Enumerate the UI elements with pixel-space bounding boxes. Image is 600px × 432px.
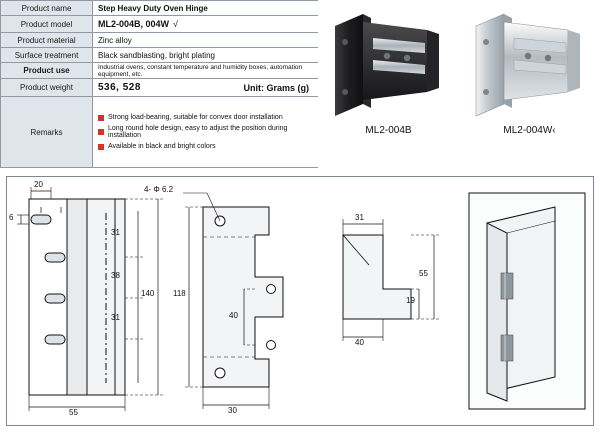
dim-side-40: 40 (229, 311, 238, 320)
spec-table: Product name Step Heavy Duty Oven Hinge … (0, 0, 318, 168)
row-value: Step Heavy Duty Oven Hinge (98, 3, 208, 13)
row-label: Surface treatment (1, 48, 93, 62)
dim-front-31-top: 31 (111, 228, 120, 237)
row-label: Product model (1, 16, 93, 32)
weight-unit: Unit: Grams (g) (243, 82, 309, 93)
row-label: Product use (1, 63, 93, 78)
row-label: Product material (1, 33, 93, 47)
technical-drawings: 20 6 55 31 38 31 140 4- Φ 6.2 118 40 30 … (6, 176, 594, 426)
hinge-bright-image (468, 8, 592, 120)
row-value: Industrial ovens, constant temperature a… (98, 63, 303, 78)
photo-bright: ML2-004W‹ (465, 8, 595, 136)
photo-caption: ML2-004B (365, 125, 412, 136)
list-item: Long round hole design, easy to adjust t… (98, 125, 313, 139)
dim-section-55: 55 (419, 269, 428, 278)
bullet-square-icon (98, 143, 104, 150)
drawing-canvas (17, 187, 586, 411)
check-icon: √ (173, 19, 178, 29)
list-item-label: Available in black and bright colors (108, 143, 216, 150)
row-value: ML2-004B, 004W √ (93, 16, 318, 32)
dim-front-31-bottom: 31 (111, 313, 120, 322)
list-item: Strong load-bearing, suitable for convex… (98, 114, 283, 121)
table-row: Product weight 536, 528 Unit: Grams (g) (1, 79, 318, 97)
photo-caption: ML2-004W‹ (503, 125, 556, 136)
dim-front-38: 38 (111, 271, 120, 280)
table-row: Product use Industrial ovens, constant t… (1, 63, 318, 79)
bullet-square-icon (98, 114, 104, 121)
table-row: Surface treatment Black sandblasting, br… (1, 48, 318, 63)
list-item-label: Strong load-bearing, suitable for convex… (108, 114, 283, 121)
remarks-list: Strong load-bearing, suitable for convex… (93, 97, 318, 167)
dim-front-6: 6 (9, 213, 14, 222)
dim-section-19: 19 (406, 296, 415, 305)
table-row: Product material Zinc alloy (1, 33, 318, 48)
row-value: 536, 528 Unit: Grams (g) (93, 79, 318, 96)
top-section: Product name Step Heavy Duty Oven Hinge … (0, 0, 600, 168)
row-label: Remarks (1, 97, 93, 167)
list-item-label: Long round hole design, easy to adjust t… (108, 125, 288, 139)
row-value: Zinc alloy (98, 35, 132, 45)
row-label: Product name (1, 1, 93, 15)
table-row: Product model ML2-004B, 004W √ (1, 16, 318, 33)
table-row: Product name Step Heavy Duty Oven Hinge (1, 1, 318, 16)
dim-front-55: 55 (69, 408, 78, 417)
list-item: Available in black and bright colors (98, 143, 216, 150)
dim-side-118: 118 (173, 289, 186, 298)
table-row: Remarks Strong load-bearing, suitable fo… (1, 97, 318, 167)
dim-section-40: 40 (355, 338, 364, 347)
dim-side-hole: 4- Φ 6.2 (144, 185, 174, 194)
model-value: ML2-004B, 004W (98, 19, 170, 29)
dim-section-31: 31 (355, 213, 364, 222)
dim-front-20: 20 (34, 180, 43, 189)
photo-black: ML2-004B (324, 8, 454, 136)
hinge-black-image (327, 8, 451, 120)
dim-front-140: 140 (141, 289, 155, 298)
bullet-square-icon (98, 129, 104, 135)
product-photos: ML2-004B (318, 0, 600, 168)
row-label: Product weight (1, 79, 93, 96)
dim-side-30: 30 (228, 406, 237, 415)
row-value: Black sandblasting, bright plating (98, 50, 215, 60)
weight-value: 536, 528 (98, 82, 141, 93)
